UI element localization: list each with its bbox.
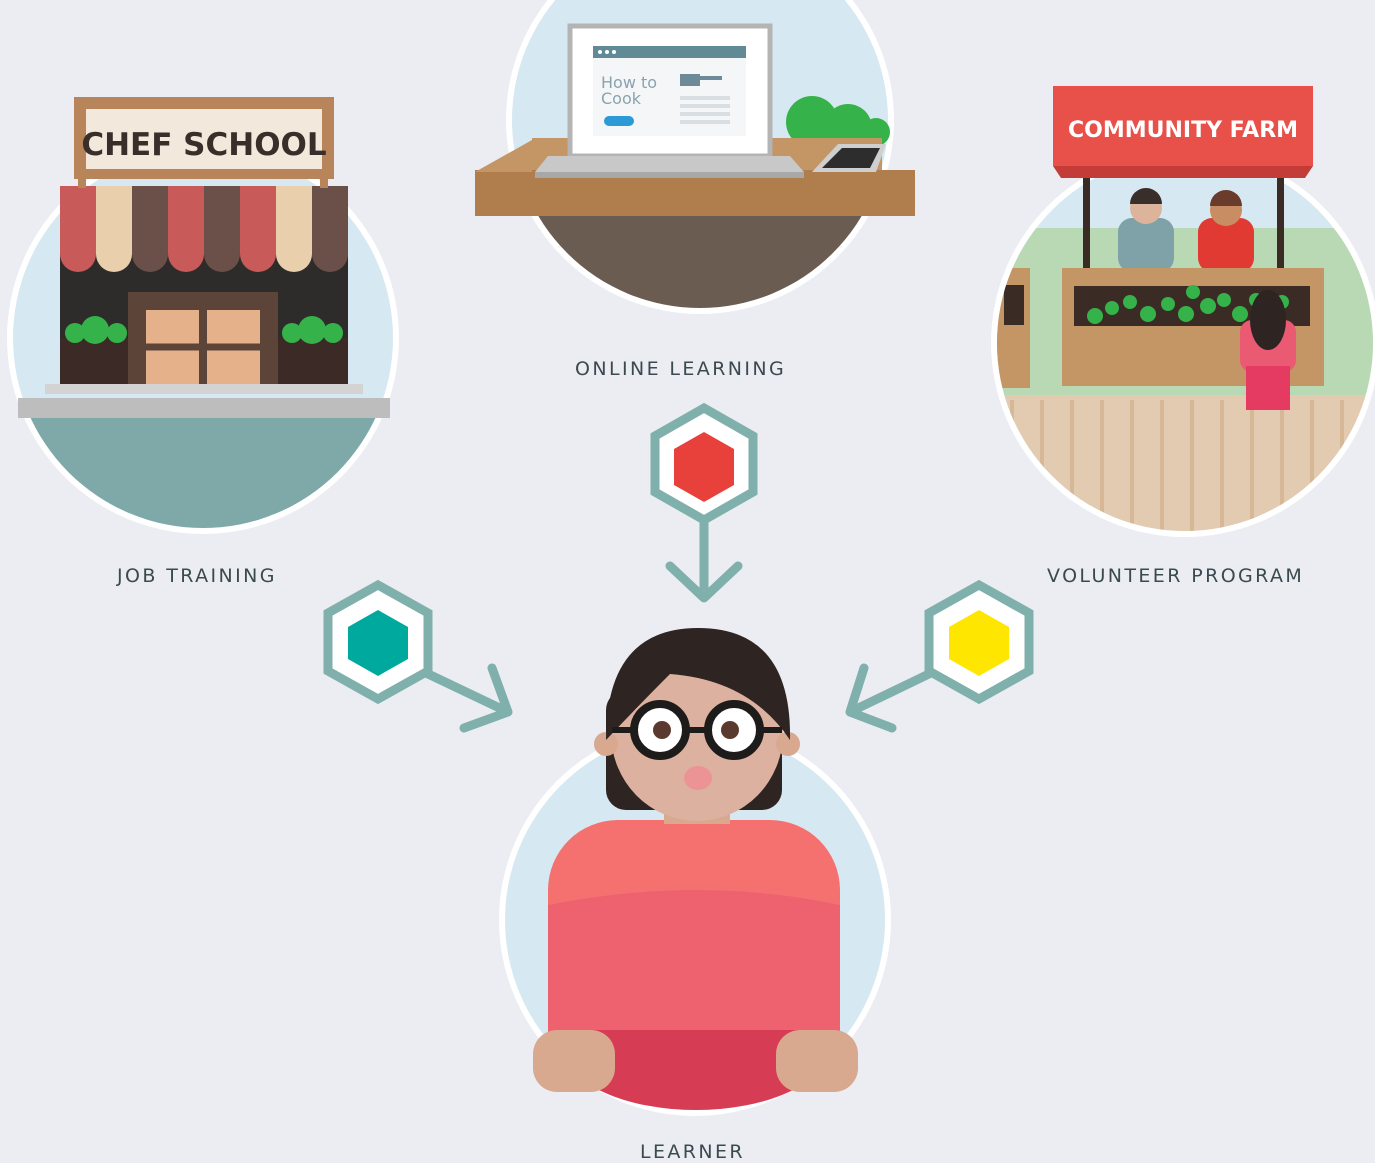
connector-volunteer-to-learner: [845, 579, 1034, 733]
learner-label: LEARNER: [640, 1141, 746, 1163]
laptop-illustration: How to Cook: [535, 23, 804, 178]
community-farm-sign-text: COMMUNITY FARM: [1068, 118, 1298, 143]
online-learning-node: How to Cook: [475, 0, 915, 314]
online-badge-hexagon: [674, 432, 734, 502]
volunteer-program-label: VOLUNTEER PROGRAM: [1047, 565, 1305, 587]
learner-figure: [533, 628, 858, 1110]
online-learning-label: ONLINE LEARNING: [575, 358, 787, 380]
chef-school-sign-text: CHEF SCHOOL: [81, 127, 326, 163]
learner-node: [499, 628, 891, 1116]
volunteer-figures: [1118, 188, 1254, 272]
job-training-label: JOB TRAINING: [117, 565, 277, 587]
visitor-figure: [1240, 290, 1296, 410]
volunteer-badge-hexagon: [949, 610, 1009, 676]
job-training-badge-hexagon: [348, 610, 408, 676]
screen-title-line2: Cook: [601, 89, 642, 108]
connector-job-training-to-learner: [323, 579, 513, 733]
job-training-node: CHEF SCHOOL: [7, 97, 399, 534]
volunteer-program-node: COMMUNITY FARM: [991, 86, 1375, 537]
connector-online-to-learner: [650, 402, 758, 603]
screen-title-line1: How to: [601, 73, 657, 92]
chef-school-building-illustration: CHEF SCHOOL: [18, 97, 390, 418]
screen-go-button: [604, 116, 634, 126]
